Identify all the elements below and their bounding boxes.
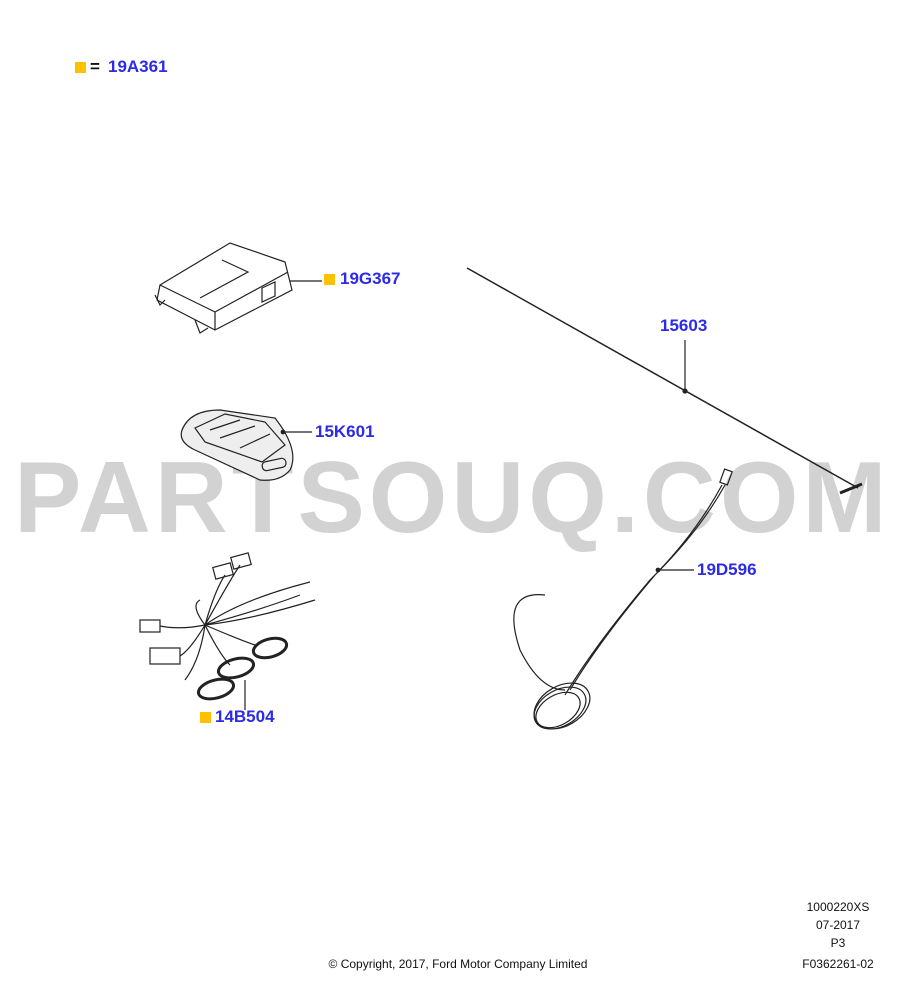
marker-14b504 <box>200 712 211 723</box>
legend-equals: = <box>90 57 100 76</box>
part-link-19g367[interactable]: 19G367 <box>340 269 401 288</box>
legend-part-link[interactable]: 19A361 <box>108 57 168 76</box>
copyright: © Copyright, 2017, Ford Motor Company Li… <box>328 957 588 971</box>
part-link-14b504[interactable]: 14B504 <box>215 707 275 726</box>
watermark: PARTSOUQ.COM <box>14 442 891 554</box>
part-link-15603[interactable]: 15603 <box>660 316 708 335</box>
footer-figure: F0362261-02 <box>802 957 874 971</box>
footer-code: 1000220XS <box>806 900 870 914</box>
cable-19d596-drawing <box>513 468 733 730</box>
marker-19g367 <box>324 274 335 285</box>
part-link-15k601[interactable]: 15K601 <box>315 422 375 441</box>
legend-marker <box>75 62 86 73</box>
footer-page: P3 <box>830 936 846 950</box>
module-19g367-drawing <box>154 242 322 334</box>
footer-date: 07-2017 <box>815 918 861 932</box>
bezel-15k601-drawing <box>180 409 312 481</box>
antenna-15603-drawing <box>466 267 863 495</box>
harness-14b504-drawing <box>139 552 316 710</box>
part-link-19d596[interactable]: 19D596 <box>697 560 757 579</box>
